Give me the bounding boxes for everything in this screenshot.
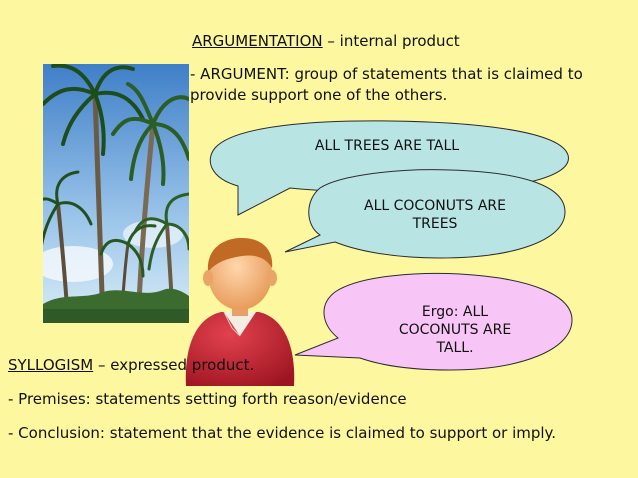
argumentation-term: ARGUMENTATION (192, 32, 323, 50)
premise-2-text: ALL COCONUTS ARE TREES (364, 198, 506, 232)
premise-1-text: ALL TREES ARE TALL (314, 138, 460, 154)
conclusion-text: Ergo: ALL COCONUTS ARE TALL. (398, 304, 512, 356)
syllogism-rest: – expressed product. (93, 356, 255, 374)
slide-title: ARGUMENTATION – internal product (192, 32, 460, 50)
bubble-premise-2 (284, 169, 566, 259)
bubble-conclusion (294, 272, 573, 371)
syllogism-heading: SYLLOGISM – expressed product. (8, 356, 254, 374)
premises-definition: - Premises: statements setting forth rea… (8, 390, 407, 408)
palm-trees-photo (43, 64, 189, 323)
title-rest: – internal product (322, 32, 460, 50)
argument-definition: - ARGUMENT: group of statements that is … (190, 65, 583, 104)
conclusion-definition: - Conclusion: statement that the evidenc… (8, 424, 557, 442)
person-icon (176, 236, 304, 388)
syllogism-term: SYLLOGISM (8, 356, 94, 374)
